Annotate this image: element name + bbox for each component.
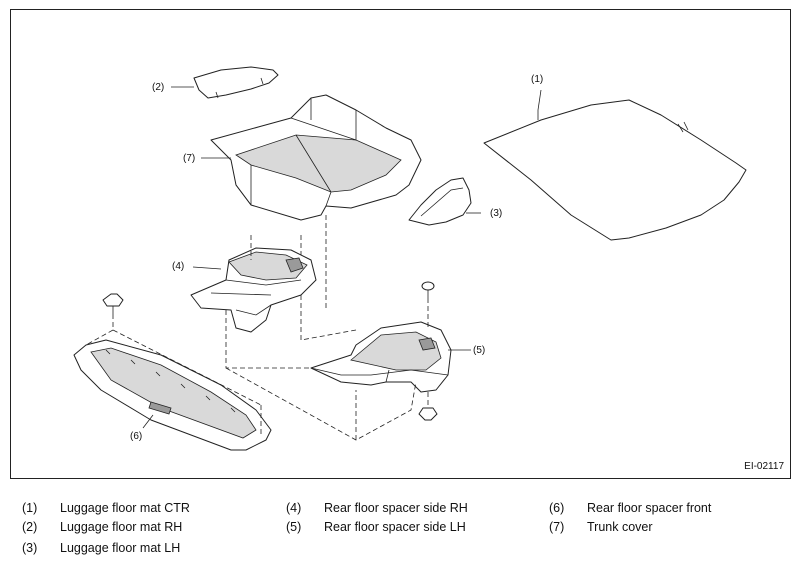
legend-number: (4) <box>286 501 302 515</box>
legend-number: (6) <box>549 501 565 515</box>
callout-2: (2) <box>152 82 165 93</box>
legend-label: Trunk cover <box>587 520 653 534</box>
diagram-frame: (1) (2) (3) (4) (5) (6) (7) EI-02117 <box>10 9 791 479</box>
figure-id: EI-02117 <box>744 461 784 472</box>
luggage-floor-mat-ctr-part <box>483 99 747 241</box>
exploded-parts-diagram <box>73 66 747 451</box>
legend-label: Rear floor spacer front <box>587 501 712 515</box>
legend-number: (5) <box>286 520 302 534</box>
callout-7: (7) <box>183 153 196 164</box>
legend-label: Rear floor spacer side LH <box>324 520 466 534</box>
legend-number: (2) <box>22 520 38 534</box>
luggage-floor-mat-lh-part <box>408 177 472 226</box>
luggage-floor-mat-rh-part <box>193 66 279 99</box>
callout-3: (3) <box>490 208 503 219</box>
assembly-guide-lines <box>85 215 429 441</box>
rear-floor-spacer-front-part <box>73 339 272 451</box>
legend-number: (3) <box>22 541 38 555</box>
rear-floor-spacer-side-rh-part <box>190 247 317 333</box>
legend-label: Luggage floor mat CTR <box>60 501 190 515</box>
callout-leaders <box>142 86 542 429</box>
legend-label: Luggage floor mat LH <box>60 541 181 555</box>
legend-number: (1) <box>22 501 38 515</box>
callout-5: (5) <box>473 345 486 356</box>
legend-label: Rear floor spacer side RH <box>324 501 468 515</box>
rear-floor-spacer-side-lh-part <box>310 321 452 393</box>
parts-legend: (1) Luggage floor mat CTR (2) Luggage fl… <box>0 490 802 565</box>
legend-number: (7) <box>549 520 565 534</box>
trunk-cover-part <box>210 94 422 221</box>
callout-1: (1) <box>531 74 544 85</box>
legend-label: Luggage floor mat RH <box>60 520 183 534</box>
callout-4: (4) <box>172 261 185 272</box>
clip-fasteners <box>102 281 438 421</box>
callout-6: (6) <box>130 431 143 442</box>
